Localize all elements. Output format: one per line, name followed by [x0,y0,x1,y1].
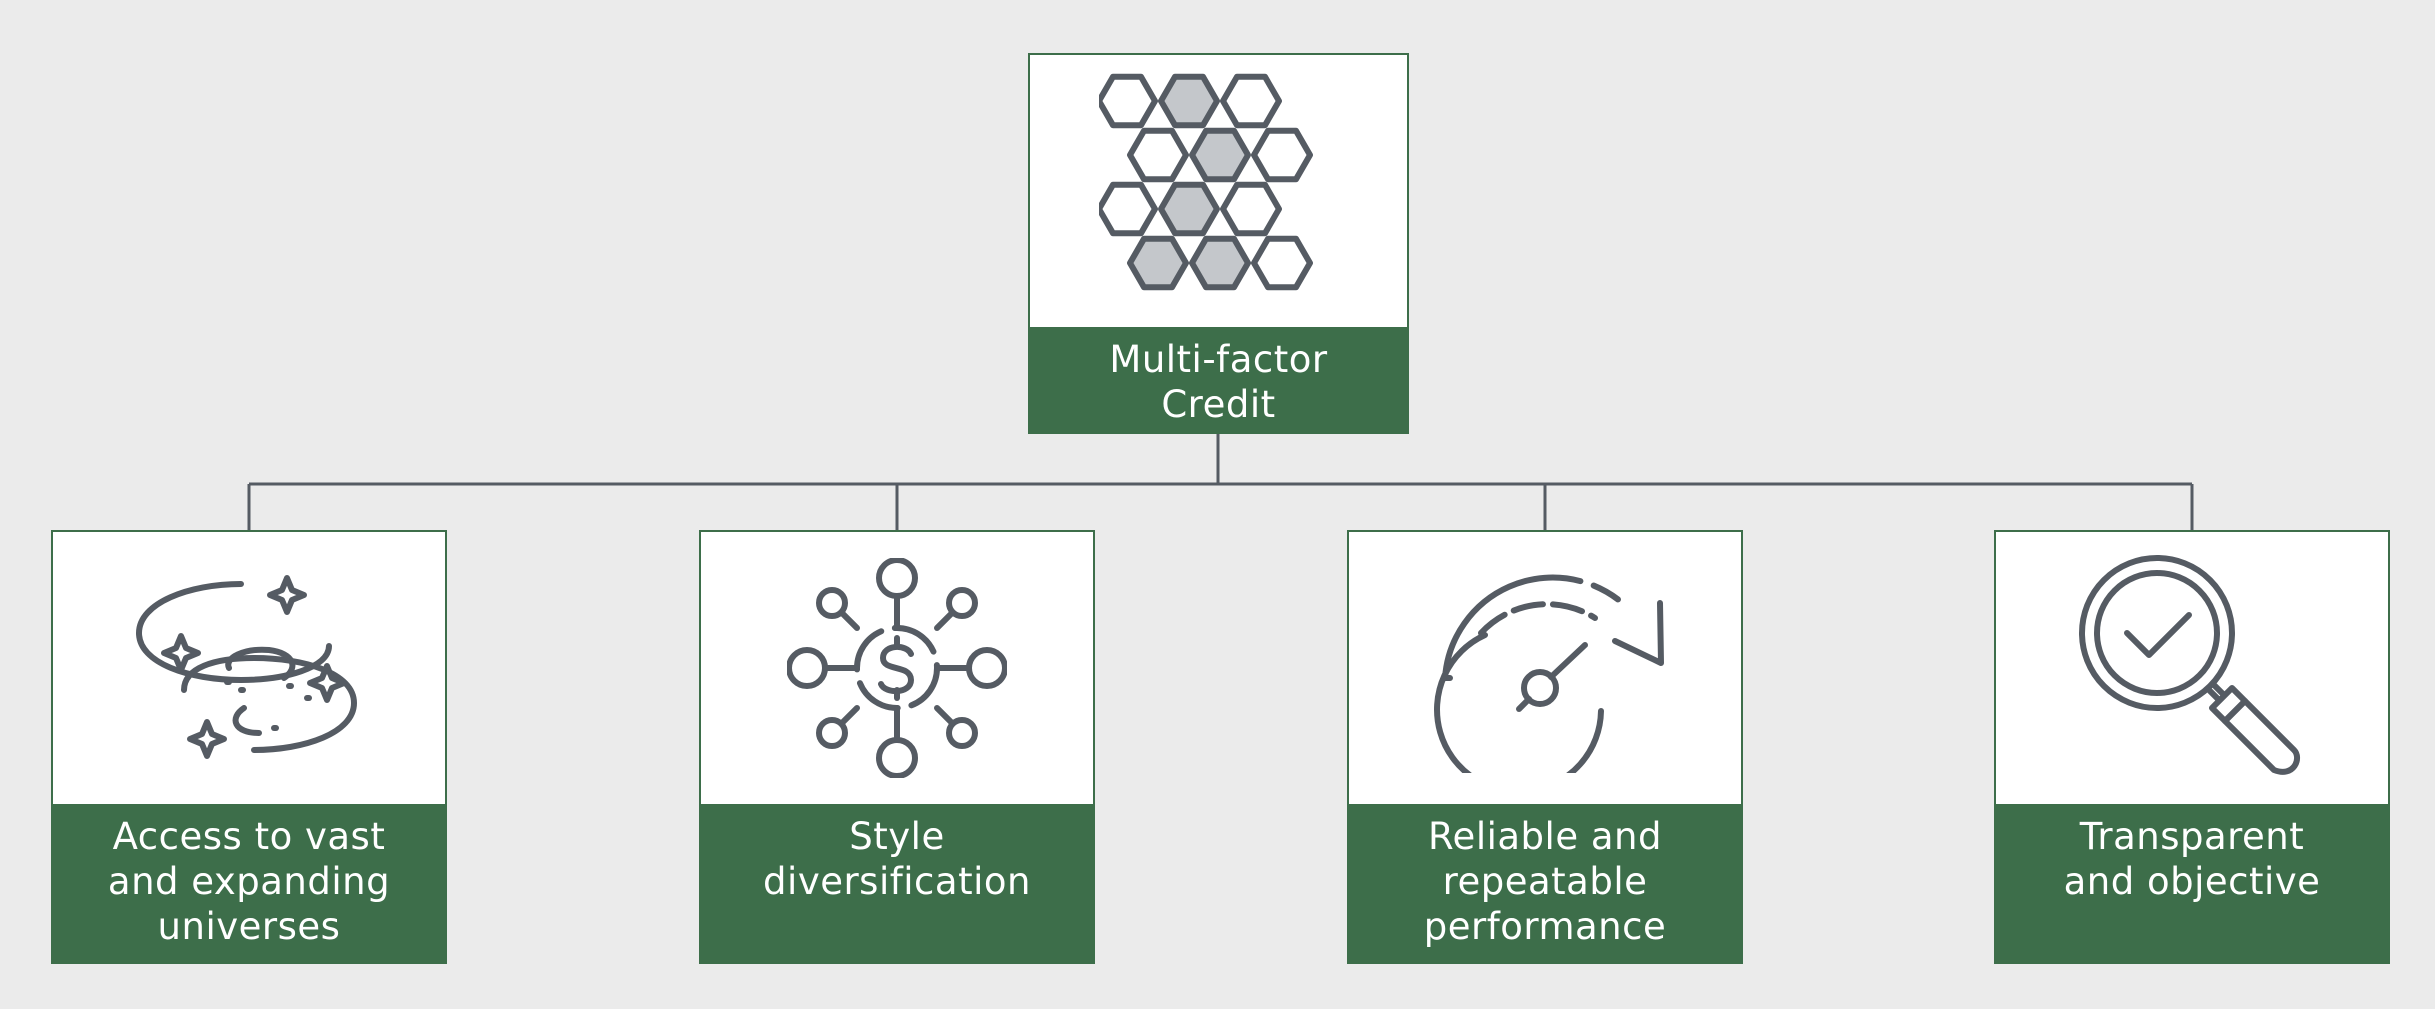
hexagon-shape [1126,127,1189,183]
child-label-line-2: diversification [763,860,1031,903]
root-icon-area [1030,55,1407,327]
hexagon-shape [1250,235,1313,291]
hexagon-shape [1098,181,1158,237]
hexagon-shape [1250,127,1313,183]
child-label-line-2: repeatable [1442,860,1648,903]
child-label-line-1: Style [849,815,945,858]
child-node-reliable-performance: Reliable and repeatable performance [1347,530,1743,964]
hexagon-shape [1188,235,1251,291]
child-node-transparent-objective: Transparent and objective [1994,530,2390,964]
child-label-line-2: and expanding [107,860,391,903]
child-icon-area [701,532,1093,804]
child-label: Transparent and objective [1996,804,2388,962]
root-node: Multi-factor Credit [1028,53,1409,434]
child-label-line-1: Access to vast [112,815,386,858]
magnifier-check-icon [2079,555,2301,775]
child-icon-area [1349,532,1741,804]
hexagon-shape [1219,73,1282,129]
galaxy-icon [136,575,357,759]
hexagon-shape [1126,235,1189,291]
child-label-line-3: universes [157,905,341,948]
root-label-line-2: Credit [1161,383,1276,426]
hexagon-shape [1188,127,1251,183]
child-label: Style diversification [701,804,1093,962]
child-node-universes: Access to vast and expanding universes [51,530,447,964]
hexagon-cluster-icon [1098,73,1313,291]
child-icon-area [1996,532,2388,804]
child-icon-area [53,532,445,804]
hexagon-shape [1157,181,1220,237]
hexagon-shape [1157,73,1220,129]
hexagon-shape [1098,73,1158,129]
child-label-line-1: Reliable and [1428,815,1662,858]
child-label-line-1: Transparent [2079,815,2305,858]
child-label: Reliable and repeatable performance [1349,804,1741,962]
child-label-line-2: and objective [2063,860,2321,903]
child-label-line-3: performance [1423,905,1667,948]
speedometer-icon [1434,574,1664,773]
dollar-network-icon [787,558,1007,778]
child-node-style-diversification: Style diversification [699,530,1095,964]
hexagon-shape [1219,181,1282,237]
child-label: Access to vast and expanding universes [53,804,445,962]
root-label-line-1: Multi-factor [1109,338,1328,381]
root-label: Multi-factor Credit [1030,327,1407,432]
